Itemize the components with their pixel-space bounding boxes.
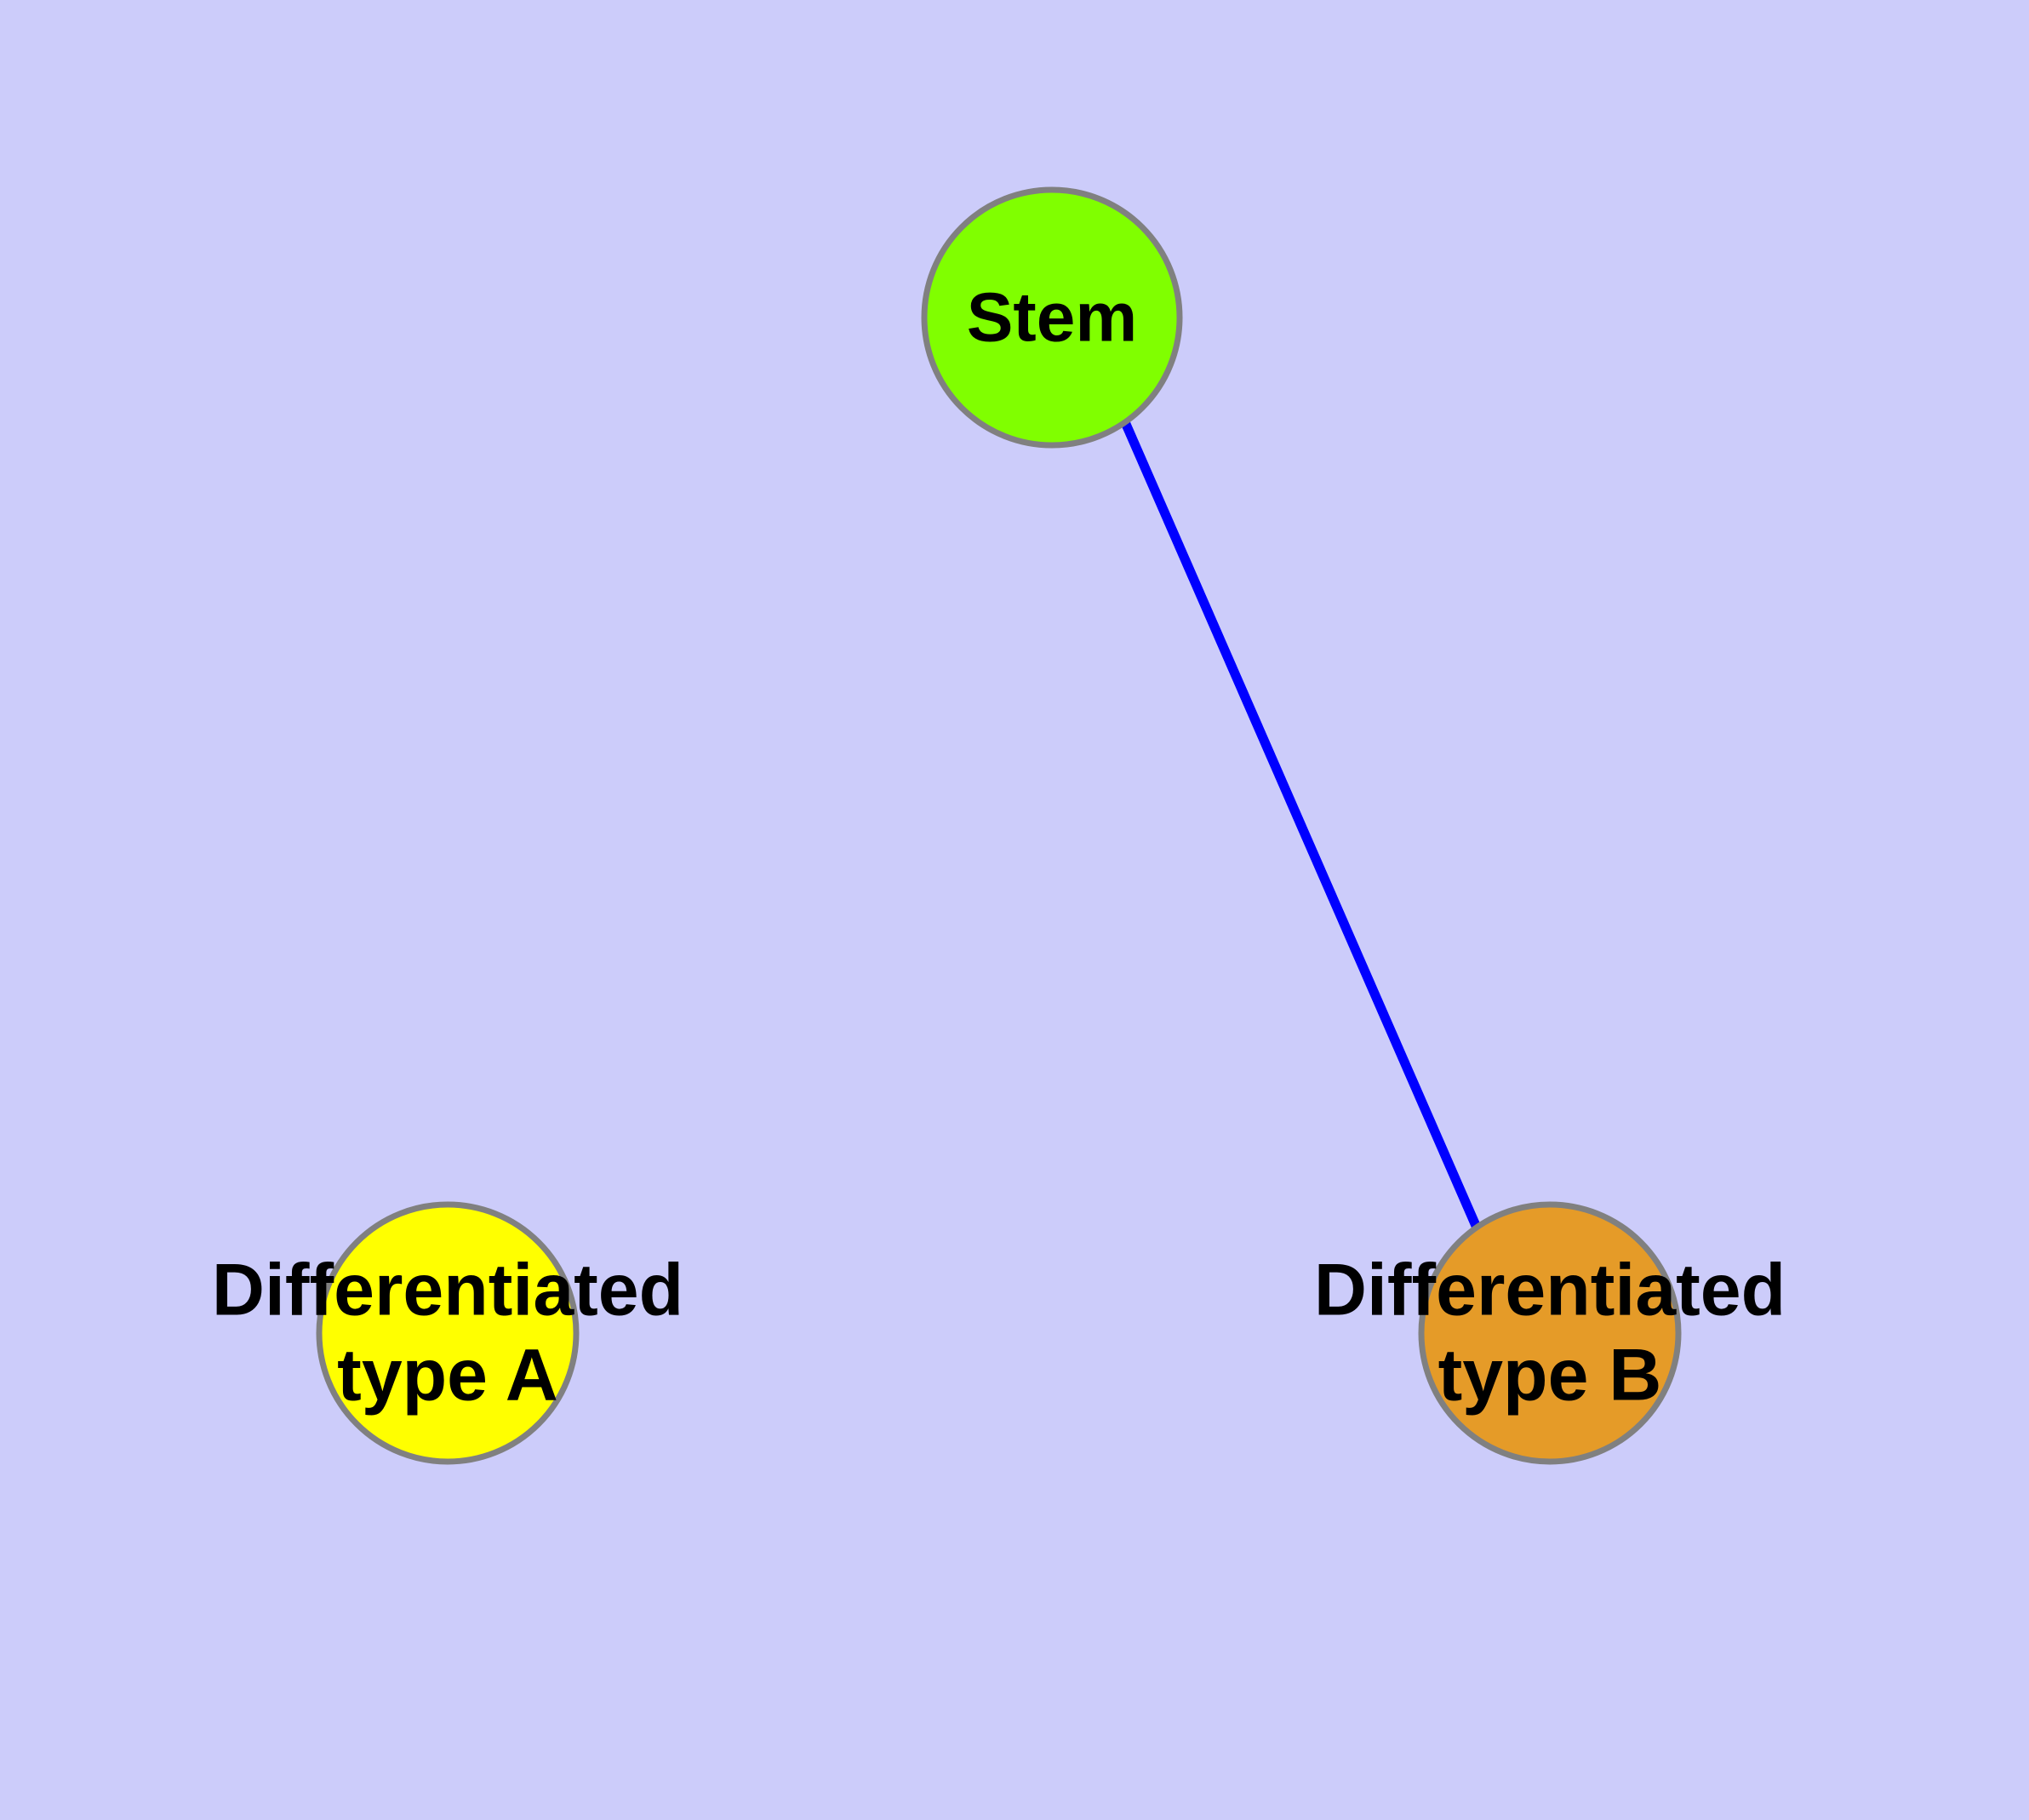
edge-layer [1120,420,1482,1230]
node-stem-circle[interactable] [921,186,1183,449]
node-layer [316,186,1682,1465]
node-differentiated-type-a-circle[interactable] [316,1201,580,1465]
edge-stem-to-differentiated-type-b [1120,420,1482,1230]
node-differentiated-type-b-circle[interactable] [1418,1201,1682,1465]
